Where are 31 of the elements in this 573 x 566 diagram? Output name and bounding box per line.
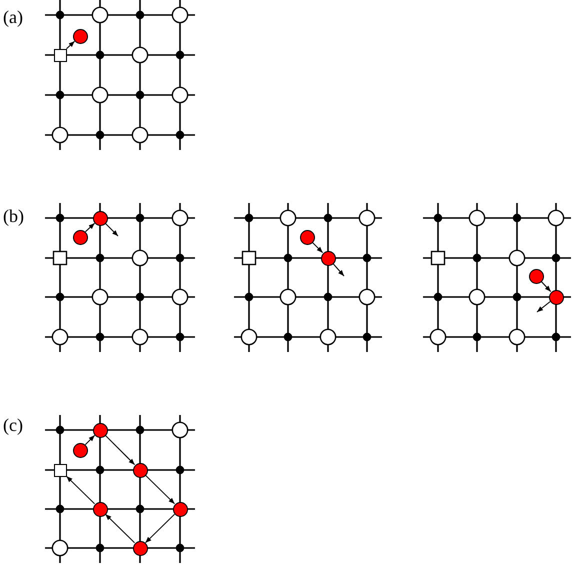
arrow bbox=[104, 222, 118, 236]
arrow bbox=[144, 514, 176, 544]
highlighted-circle-icon bbox=[300, 230, 314, 244]
arrow bbox=[536, 301, 551, 312]
panel-label: (a) bbox=[3, 7, 23, 27]
highlighted-circle-icon bbox=[92, 210, 108, 226]
highlighted-circle-icon bbox=[320, 250, 336, 266]
highlighted-circle-icon bbox=[172, 502, 188, 516]
square-icon bbox=[54, 48, 66, 62]
arrow bbox=[104, 514, 136, 544]
highlighted-circle-icon bbox=[72, 230, 88, 244]
highlighted-circle-icon bbox=[92, 422, 108, 438]
arrow bbox=[332, 263, 344, 276]
highlighted-circle-icon bbox=[132, 462, 148, 478]
highlighted-circle-icon bbox=[72, 28, 88, 44]
panel-label: (c) bbox=[3, 415, 23, 435]
arrow bbox=[84, 222, 96, 232]
highlighted-circle-icon bbox=[132, 540, 148, 556]
arrow bbox=[84, 434, 96, 446]
highlighted-circle-icon bbox=[92, 502, 108, 516]
square-icon bbox=[54, 464, 66, 476]
arrow bbox=[540, 280, 552, 292]
arrow bbox=[66, 476, 96, 504]
arrow bbox=[104, 434, 136, 466]
highlighted-circle-icon bbox=[548, 290, 564, 304]
panel-label: (b) bbox=[3, 206, 24, 226]
arrow bbox=[144, 474, 176, 504]
arrow bbox=[312, 242, 324, 254]
highlighted-circle-icon bbox=[528, 268, 544, 284]
highlighted-circle-icon bbox=[72, 442, 88, 458]
arrow bbox=[66, 40, 76, 50]
